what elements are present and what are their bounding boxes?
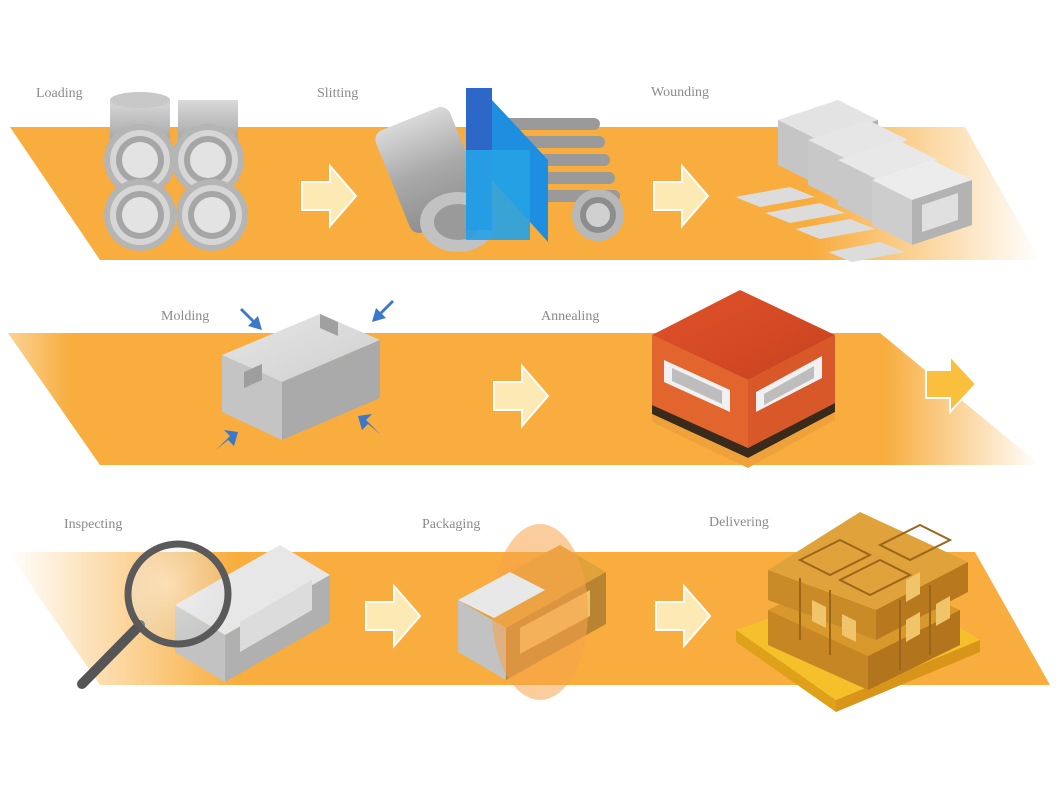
flow-arrow-icon bbox=[493, 363, 550, 429]
step-label-annealing: Annealing bbox=[541, 309, 599, 324]
press-arrow-icon bbox=[216, 430, 238, 450]
step-label-wounding: Wounding bbox=[651, 85, 709, 100]
wound-cores-icon bbox=[735, 100, 972, 262]
coil-icon bbox=[104, 92, 176, 196]
molded-core-icon bbox=[222, 314, 380, 440]
step-label-molding: Molding bbox=[161, 309, 209, 324]
delivered-cores-stack-icon bbox=[768, 512, 968, 690]
flow-arrow-icon bbox=[301, 163, 358, 229]
press-arrow-icon bbox=[240, 308, 262, 330]
flow-arrow-icon bbox=[653, 163, 710, 229]
slitting-machine-icon bbox=[375, 88, 624, 252]
annealing-furnace-icon bbox=[652, 290, 835, 468]
step-label-loading: Loading bbox=[36, 86, 83, 101]
flow-arrow-icon bbox=[655, 583, 712, 649]
press-arrows bbox=[216, 300, 394, 450]
press-arrow-icon bbox=[372, 300, 394, 322]
step-label-packaging: Packaging bbox=[422, 517, 480, 532]
press-arrow-icon bbox=[358, 414, 380, 434]
step-label-inspecting: Inspecting bbox=[64, 517, 122, 532]
coil-icon bbox=[172, 100, 244, 196]
step-label-delivering: Delivering bbox=[709, 515, 769, 530]
coil-icon bbox=[176, 179, 248, 251]
coil-icon bbox=[104, 179, 176, 251]
magnifier-icon bbox=[77, 540, 232, 689]
step-label-slitting: Slitting bbox=[317, 86, 358, 101]
coil-stack-icon bbox=[104, 92, 248, 251]
flow-arrow-icon bbox=[365, 583, 422, 649]
flow-arrow-icon bbox=[925, 353, 978, 415]
packaged-core-icon bbox=[458, 524, 606, 700]
